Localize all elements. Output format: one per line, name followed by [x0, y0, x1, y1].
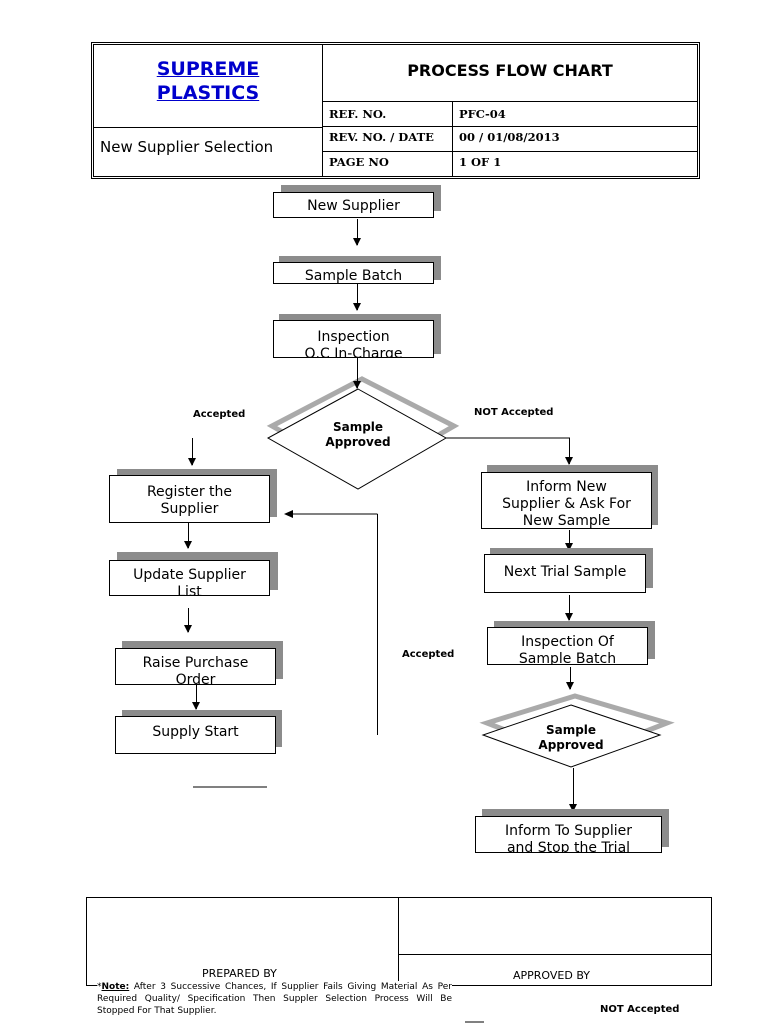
update-line2: List: [177, 584, 202, 596]
note-prefix: *: [97, 982, 102, 992]
inspection2-line2: Sample Batch: [518, 651, 617, 665]
arrow-down: [353, 219, 361, 246]
stop-line1: Inform To Supplier: [505, 823, 632, 839]
accepted-label: Accepted: [193, 409, 246, 420]
decision-2-text: Sample Approved: [521, 723, 621, 753]
inspection-sample-batch-box: Inspection Of Sample Batch: [487, 627, 648, 665]
company-name[interactable]: SUPREME PLASTICS: [94, 57, 322, 105]
page-title: PROCESS FLOW CHART: [407, 61, 613, 80]
signature-table: PREPARED BY APPROVED BY: [86, 897, 712, 986]
arrow-down: [353, 358, 361, 389]
header-divider: [94, 127, 322, 128]
arrow-down: [565, 530, 573, 551]
not-accepted-label: NOT Accepted: [474, 407, 554, 418]
arrow-down: [565, 595, 573, 621]
arrow-down: [184, 523, 192, 549]
header-divider: [322, 151, 697, 152]
arrow-down: [184, 608, 192, 633]
inform-line2: Supplier & Ask For: [502, 496, 631, 512]
arrow-down: [569, 768, 577, 812]
inspection-qc-box: Inspection Q.C In-Charge: [273, 320, 434, 358]
inspection-qc-line2: Q.C In-Charge: [304, 346, 403, 358]
ref-no-value: PFC-04: [459, 107, 506, 121]
footer-divider: [398, 898, 399, 985]
sample-batch-box: Sample Batch: [273, 262, 434, 284]
accepted-label-2: Accepted: [402, 649, 455, 660]
arrow-down: [188, 438, 196, 466]
note-text: After 3 Successive Chances, If Supplier …: [97, 982, 452, 1016]
update-supplier-list-box: Update Supplier List: [109, 560, 270, 596]
decision-2-line1: Sample: [545, 723, 597, 737]
raise-line2: Order: [175, 672, 216, 685]
header-divider: [322, 45, 323, 176]
footnote: *Note: After 3 Successive Chances, If Su…: [97, 981, 452, 1017]
register-supplier-box: Register the Supplier: [109, 475, 270, 523]
header-divider: [452, 101, 453, 176]
decision-1-line1: Sample: [332, 420, 384, 434]
approved-by-label: APPROVED BY: [513, 969, 591, 982]
inform-line3: New Sample: [522, 513, 611, 529]
inform-new-supplier-box: Inform New Supplier & Ask For New Sample: [481, 472, 652, 529]
decision-1-text: Sample Approved: [308, 420, 408, 450]
rev-no-value: 00 / 01/08/2013: [459, 130, 560, 144]
arrow-down: [192, 685, 200, 710]
next-trial-sample-box: Next Trial Sample: [484, 554, 646, 593]
inspection2-line1: Inspection Of: [521, 634, 614, 650]
decision-diamond-2: [481, 704, 662, 768]
not-accepted-label-2: NOT Accepted: [600, 1004, 680, 1015]
arrow-down: [565, 438, 573, 465]
page-no-value: 1 OF 1: [459, 155, 502, 169]
new-supplier-box: New Supplier: [273, 192, 434, 218]
header-table: SUPREME PLASTICS PROCESS FLOW CHART New …: [91, 42, 700, 179]
header-divider: [322, 101, 697, 102]
decision-diamond-1: [266, 388, 448, 490]
inspection-qc-line1: Inspection: [317, 329, 390, 345]
raise-purchase-order-box: Raise Purchase Order: [115, 648, 276, 685]
update-line1: Update Supplier: [133, 567, 246, 583]
arrow-down: [353, 284, 361, 311]
decision-2-line2: Approved: [538, 738, 604, 752]
decision-1-line2: Approved: [325, 435, 391, 449]
inform-line1: Inform New: [526, 479, 607, 495]
footer-divider: [398, 954, 711, 955]
header-divider: [322, 126, 697, 127]
sample-batch-label: Sample Batch: [304, 268, 403, 284]
company-name-line2: PLASTICS: [156, 82, 260, 104]
note-label: Note:: [101, 982, 130, 992]
rev-no-label: REV. NO. / DATE: [329, 130, 434, 144]
register-line1: Register the: [146, 484, 233, 500]
register-line2: Supplier: [160, 501, 219, 517]
inform-stop-trial-box: Inform To Supplier and Stop the Trial: [475, 816, 662, 853]
document-subtitle: New Supplier Selection: [100, 138, 274, 156]
raise-line1: Raise Purchase: [142, 655, 249, 671]
next-trial-label: Next Trial Sample: [503, 564, 627, 580]
prepared-by-label: PREPARED BY: [202, 967, 277, 980]
page-no-label: PAGE NO: [329, 155, 389, 169]
supply-start-label: Supply Start: [152, 724, 239, 740]
supply-start-box: Supply Start: [115, 716, 276, 754]
company-name-line1: SUPREME: [156, 58, 260, 80]
ref-no-label: REF. NO.: [329, 107, 387, 121]
arrow-down: [566, 667, 574, 690]
new-supplier-label: New Supplier: [307, 198, 400, 214]
feedback-arrowhead: [284, 510, 293, 518]
stop-line2: and Stop the Trial: [506, 840, 631, 853]
